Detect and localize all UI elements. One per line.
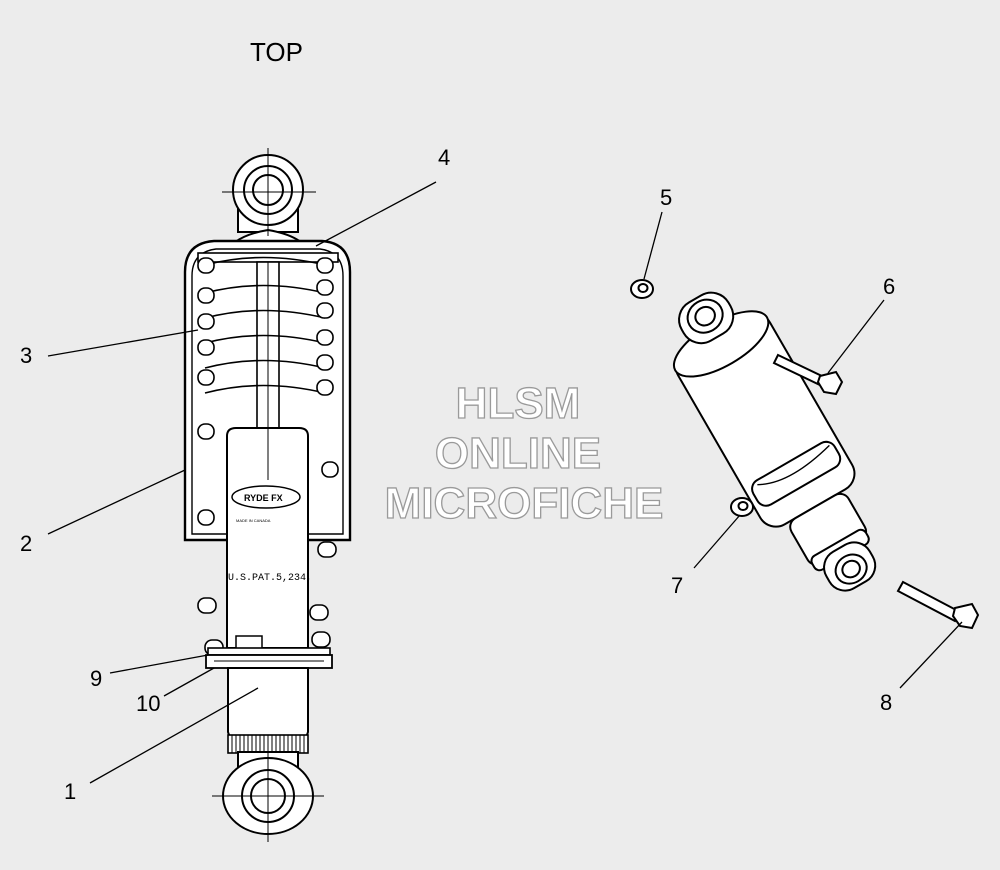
callout-5: 5 — [660, 185, 672, 210]
exploded-shock — [672, 291, 877, 592]
hardware — [630, 279, 980, 630]
callout-3: 3 — [20, 343, 32, 368]
spring-retainer-clip — [207, 647, 331, 656]
patent-text: U.S.PAT.5,234, — [228, 573, 312, 584]
coil-spring-upper — [197, 256, 339, 526]
callout-2: 2 — [20, 531, 32, 556]
brand-logo-text: RYDE FX — [244, 493, 283, 503]
callout-10: 10 — [136, 691, 160, 716]
bolt-lower — [896, 580, 980, 630]
callout-8: 8 — [880, 690, 892, 715]
watermark-line-2: ONLINE — [435, 429, 601, 478]
callout-7: 7 — [671, 573, 683, 598]
callout-9: 9 — [90, 666, 102, 691]
shock-decal: RYDE FX MADE IN CANADA U.S.PAT.5,234, — [228, 485, 312, 584]
callout-6: 6 — [883, 274, 895, 299]
leader-lines — [47, 181, 963, 784]
centerlines — [212, 148, 324, 842]
view-label-top: TOP — [250, 37, 303, 67]
damper-body — [226, 427, 309, 649]
lower-body — [227, 667, 309, 743]
watermark-line-1: HLSM — [456, 379, 581, 428]
bolt-upper — [772, 353, 844, 396]
watermark: HLSM ONLINE MICROFICHE — [384, 378, 664, 528]
callout-4: 4 — [438, 145, 450, 170]
watermark-line-3: MICROFICHE — [385, 479, 664, 528]
callout-labels: 4 5 6 3 2 7 9 8 10 1 — [20, 145, 895, 804]
nut-upper — [630, 279, 654, 299]
nut-lower — [730, 497, 754, 517]
callout-1: 1 — [64, 779, 76, 804]
made-in-text: MADE IN CANADA — [236, 518, 271, 523]
